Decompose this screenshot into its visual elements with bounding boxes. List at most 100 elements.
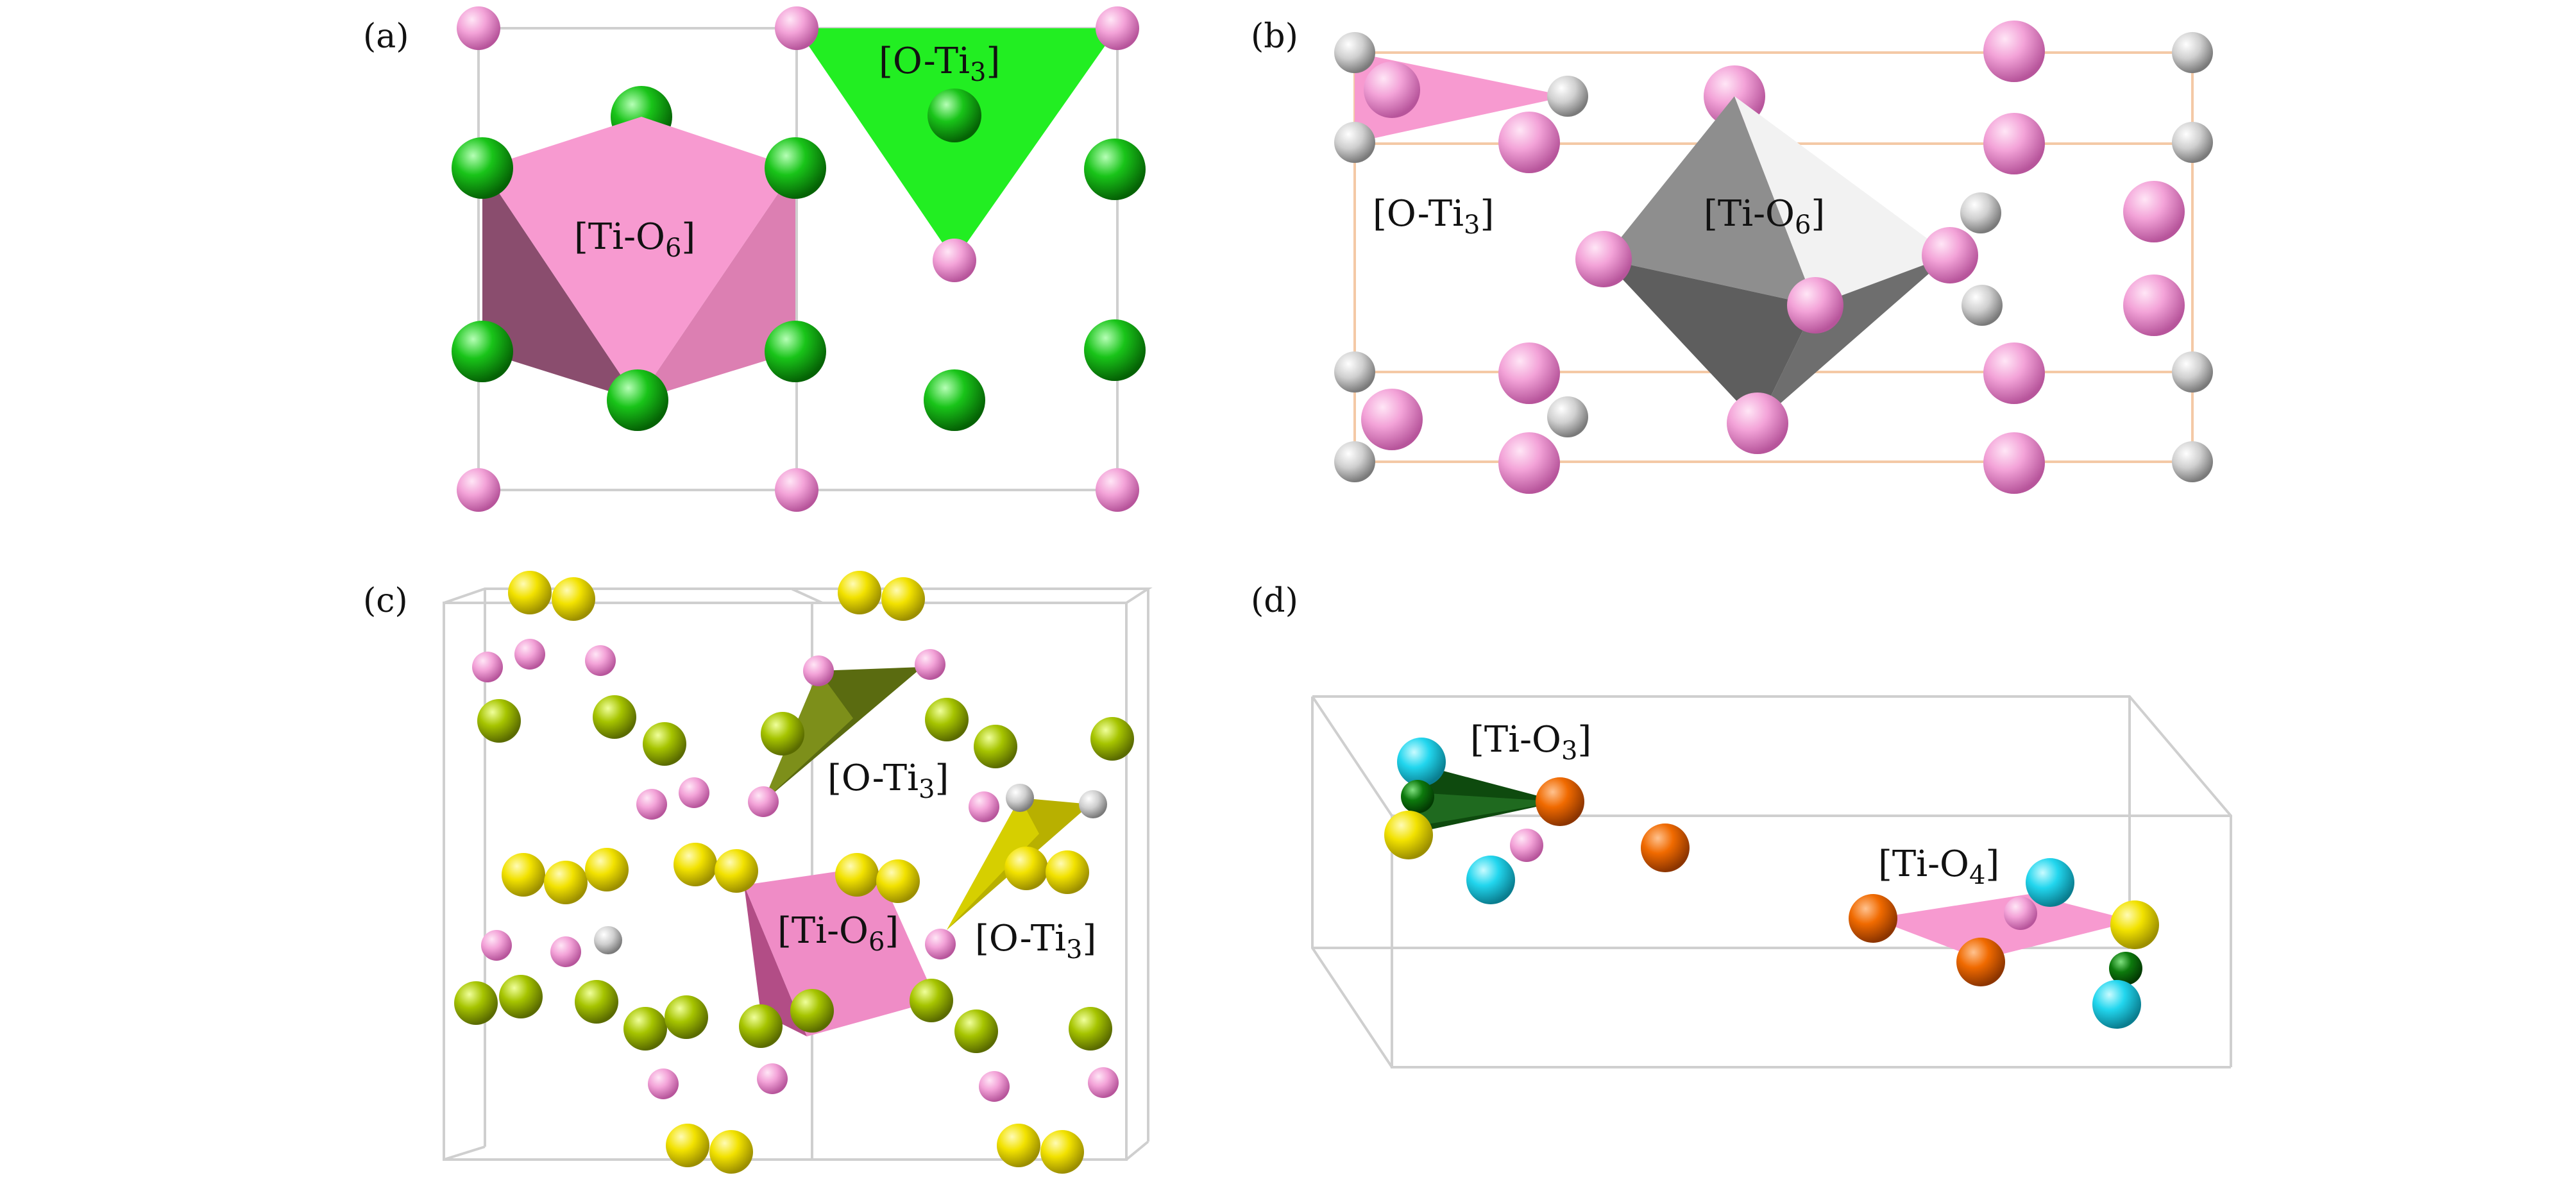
panel-d-label: (d) — [1251, 582, 1298, 620]
label-o-ti3-c-2: [O-Ti3] — [975, 918, 1096, 965]
atom — [1787, 277, 1843, 333]
atom — [575, 980, 618, 1024]
panel-a-atoms — [452, 6, 1146, 512]
atom — [765, 321, 826, 382]
atom — [761, 712, 804, 756]
atom — [552, 577, 595, 621]
panel-c-label: (c) — [363, 582, 408, 620]
atom — [1334, 441, 1375, 482]
atom — [594, 926, 622, 954]
label-o-ti3-a: [O-Ti3] — [879, 40, 1000, 87]
label-ti-o4-d: [Ti-O4] — [1878, 843, 1999, 890]
atom — [636, 789, 667, 820]
atom — [1510, 829, 1543, 862]
atom — [607, 369, 668, 431]
atom — [1096, 6, 1139, 50]
atom — [593, 695, 636, 739]
label-ti-o3-d: [Ti-O3] — [1470, 719, 1591, 766]
atom — [1960, 192, 2001, 233]
label-ti-o6-a: [Ti-O6] — [574, 216, 695, 263]
polyhedron-ti-o4-d — [1873, 894, 2135, 959]
atom — [969, 791, 999, 822]
atom — [481, 930, 512, 961]
atom — [544, 861, 588, 904]
atom — [679, 777, 709, 808]
panel-c-atoms — [454, 571, 1134, 1174]
atom — [748, 786, 779, 817]
atom — [1334, 122, 1375, 163]
atom — [925, 929, 956, 959]
atom — [1334, 32, 1375, 73]
atom — [790, 989, 834, 1033]
panel-d-atoms — [1384, 738, 2159, 1029]
panel-c-unit-cell — [443, 587, 1153, 1161]
atom — [1498, 432, 1560, 494]
atom — [2123, 274, 2185, 336]
atom — [457, 6, 500, 50]
atom — [2026, 858, 2074, 907]
panel-d-unit-cell — [1311, 695, 2232, 1068]
atom — [1090, 717, 1134, 761]
atom — [674, 843, 717, 886]
atom — [1334, 351, 1375, 393]
atom — [502, 853, 545, 897]
polyhedron-ti-o3-d — [1405, 766, 1560, 835]
label-o-ti3-c-1: [O-Ti3] — [827, 757, 949, 804]
atom — [1536, 777, 1584, 826]
atom — [876, 859, 920, 903]
atom — [1983, 113, 2045, 174]
atom — [1069, 1007, 1112, 1051]
polyhedron-ti-o6-a — [482, 117, 795, 400]
atom — [1922, 227, 1978, 283]
atom — [1079, 790, 1107, 818]
atom — [2109, 952, 2142, 985]
atom — [928, 89, 981, 142]
polyhedron-o-ti3-a — [797, 28, 1117, 260]
atom — [1004, 847, 1048, 890]
panel-b-label: (b) — [1251, 17, 1298, 56]
atom — [2172, 351, 2213, 393]
atom — [954, 1009, 998, 1053]
label-ti-o6-c: [Ti-O6] — [777, 910, 899, 957]
atom — [1498, 112, 1560, 173]
atom — [1956, 938, 2005, 986]
atom — [1547, 76, 1588, 117]
atom — [665, 995, 708, 1039]
atom — [2123, 181, 2185, 242]
atom — [477, 699, 521, 743]
atom — [1983, 21, 2045, 82]
atom — [803, 655, 834, 686]
label-ti-o6-b: [Ti-O6] — [1704, 193, 1825, 240]
panel-b-atoms — [1334, 21, 2213, 494]
atom — [1466, 856, 1515, 904]
atom — [1849, 894, 1897, 943]
atom — [1575, 231, 1632, 287]
atom — [924, 369, 985, 431]
atom — [2092, 980, 2141, 1029]
panel-d: (d) — [1251, 582, 2232, 1068]
atom — [765, 137, 826, 199]
atom — [1361, 389, 1423, 450]
atom — [648, 1068, 679, 1099]
atom — [514, 639, 545, 670]
atom — [1397, 738, 1446, 786]
atom — [838, 571, 881, 614]
label-o-ti3-b: [O-Ti3] — [1373, 193, 1494, 240]
atom — [508, 571, 552, 614]
atom — [454, 981, 498, 1025]
atom — [775, 6, 818, 50]
atom — [881, 577, 925, 621]
atom — [910, 979, 953, 1022]
atom — [1547, 396, 1588, 437]
polyhedron-ti-o6-c — [744, 866, 936, 1036]
atom — [1096, 468, 1139, 512]
atom — [1983, 432, 2045, 494]
atom — [1084, 319, 1146, 381]
atom — [499, 975, 543, 1018]
atom — [709, 1130, 753, 1174]
polyhedron-o-ti3-c-1 — [763, 667, 922, 802]
atom — [643, 722, 686, 766]
atom — [933, 239, 976, 282]
atom — [457, 468, 500, 512]
atom — [1364, 62, 1420, 118]
